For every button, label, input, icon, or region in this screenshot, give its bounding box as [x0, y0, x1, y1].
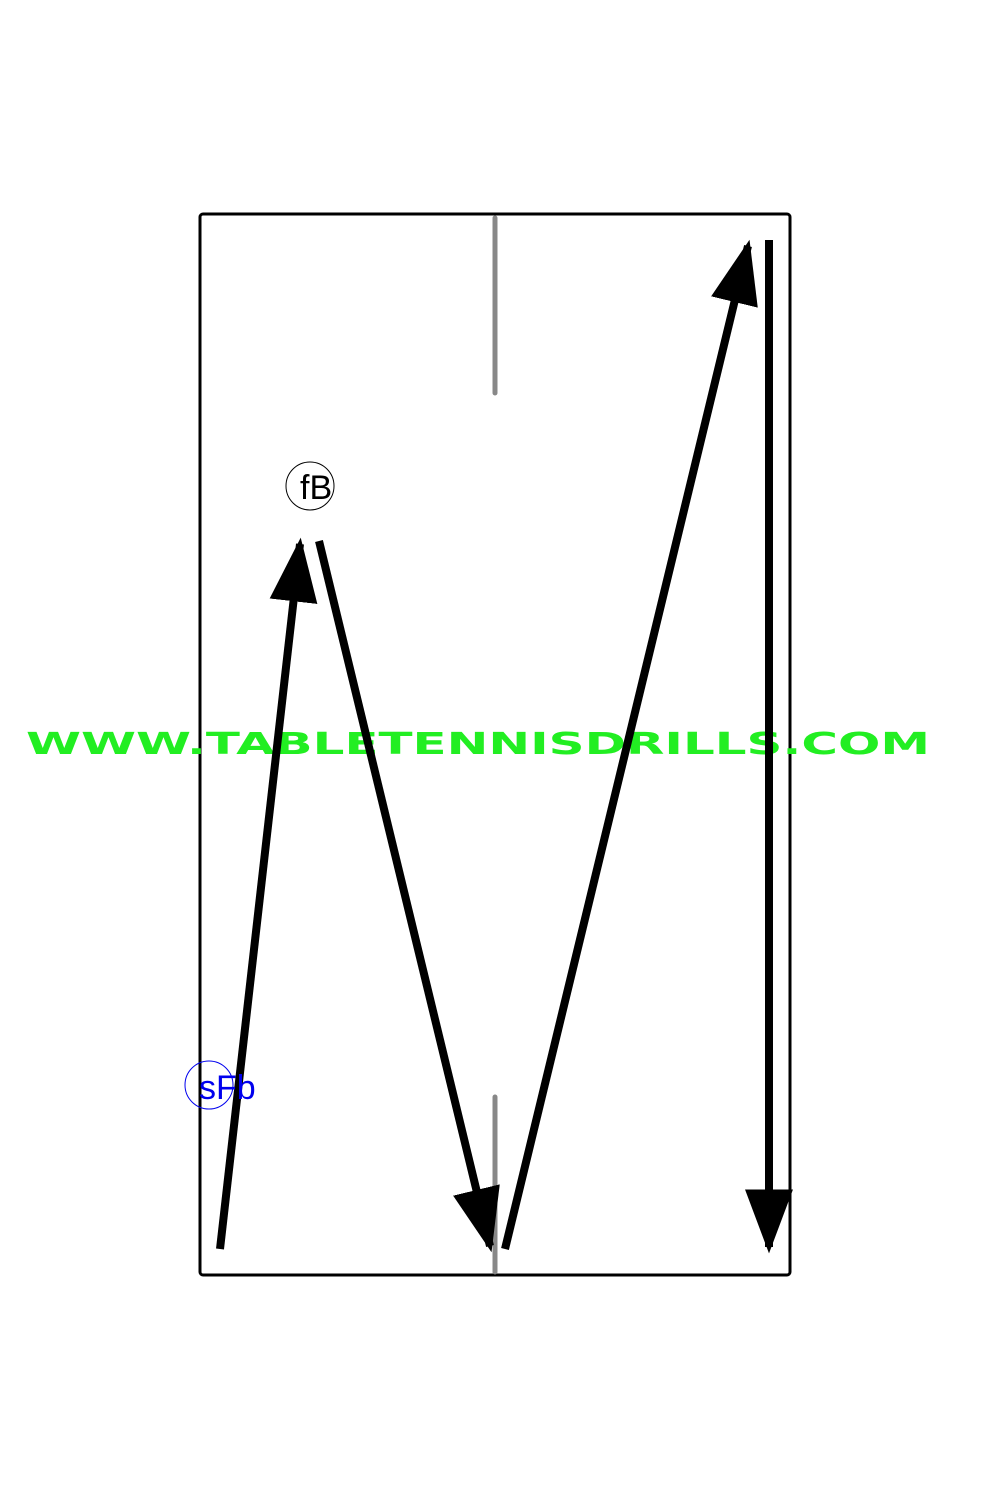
label-text-fb: fB — [300, 469, 332, 507]
table-outline — [198, 212, 792, 1277]
label-forehand-block: fB — [285, 461, 335, 511]
label-circle-sfb — [184, 1060, 234, 1110]
arrow-block-return-path — [315, 540, 500, 1253]
arrow-cross-court-path — [501, 239, 758, 1250]
watermark-text: WWW.TABLETENNISDRILLS.COM — [26, 727, 930, 762]
label-serve-forehand-backspin: sFb — [184, 1060, 256, 1110]
label-text-sfb: sFb — [199, 1069, 256, 1107]
label-circle-fb — [285, 461, 335, 511]
arrow-serve-path — [216, 537, 318, 1250]
